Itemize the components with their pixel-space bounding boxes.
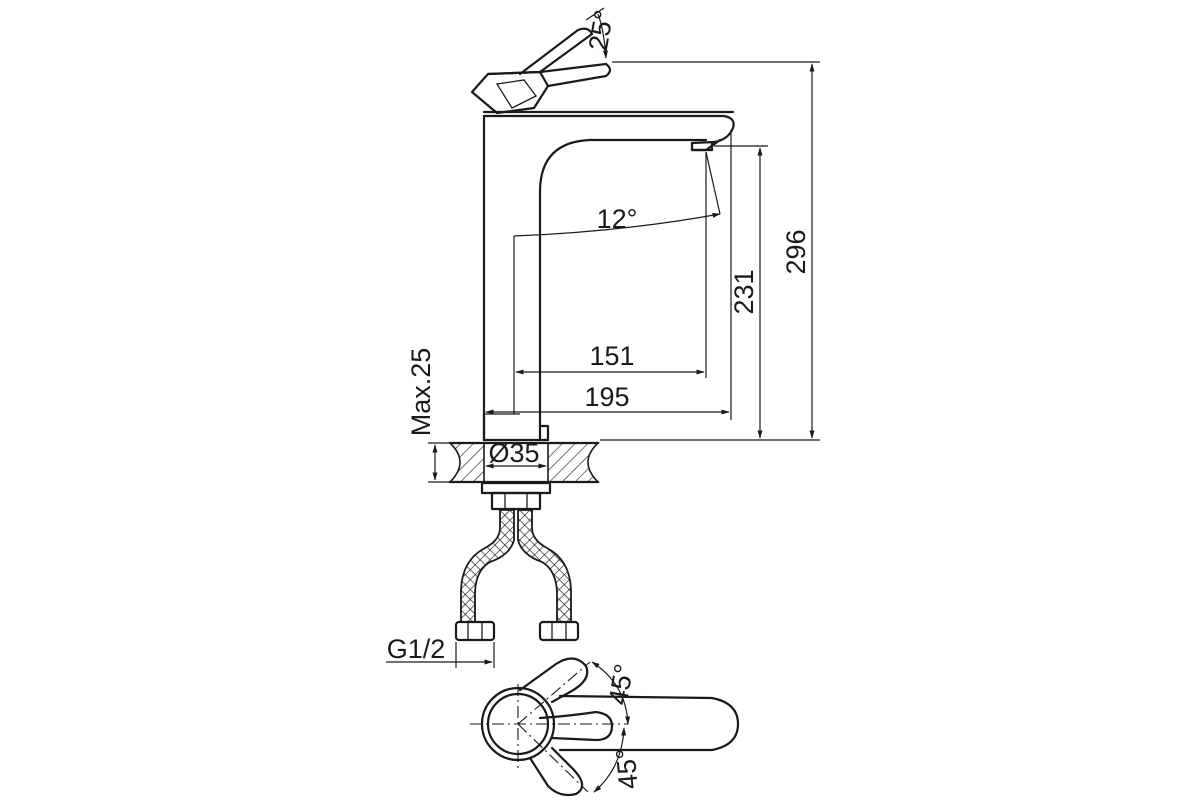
label-spout-height: 231: [729, 269, 759, 314]
label-mount-thickness: Max.25: [406, 348, 436, 437]
label-lever-angle: 25°: [583, 8, 620, 53]
label-connection-thread: G1/2: [387, 634, 446, 664]
label-top-angle-1: 45°: [603, 662, 640, 707]
mounting-nut: [480, 481, 552, 511]
label-inner-reach: 151: [589, 341, 634, 371]
dim-total-height: [600, 61, 820, 441]
supply-hoses: [454, 509, 580, 642]
label-top-angle-2: 45°: [610, 747, 643, 790]
label-base-diameter: Ø35: [488, 438, 539, 468]
faucet-body: [482, 110, 735, 442]
label-spout-reach: 195: [584, 382, 629, 412]
top-view: [470, 657, 740, 797]
dim-lever-angle: [585, 7, 608, 59]
dim-top-angle-1: [591, 661, 631, 725]
dim-swivel-angle: [513, 151, 721, 414]
label-total-height: 296: [781, 229, 811, 274]
dim-connection-thread: [386, 642, 495, 668]
lever-handle: [470, 27, 612, 115]
dim-spout-reach: [485, 130, 732, 420]
dim-spout-height: [714, 145, 768, 439]
dim-top-angle-2: [593, 727, 627, 793]
base-flange: [482, 412, 550, 442]
label-swivel-angle: 12°: [597, 204, 638, 234]
dim-mount-thickness: [428, 442, 450, 483]
countertop-section: [447, 441, 601, 484]
